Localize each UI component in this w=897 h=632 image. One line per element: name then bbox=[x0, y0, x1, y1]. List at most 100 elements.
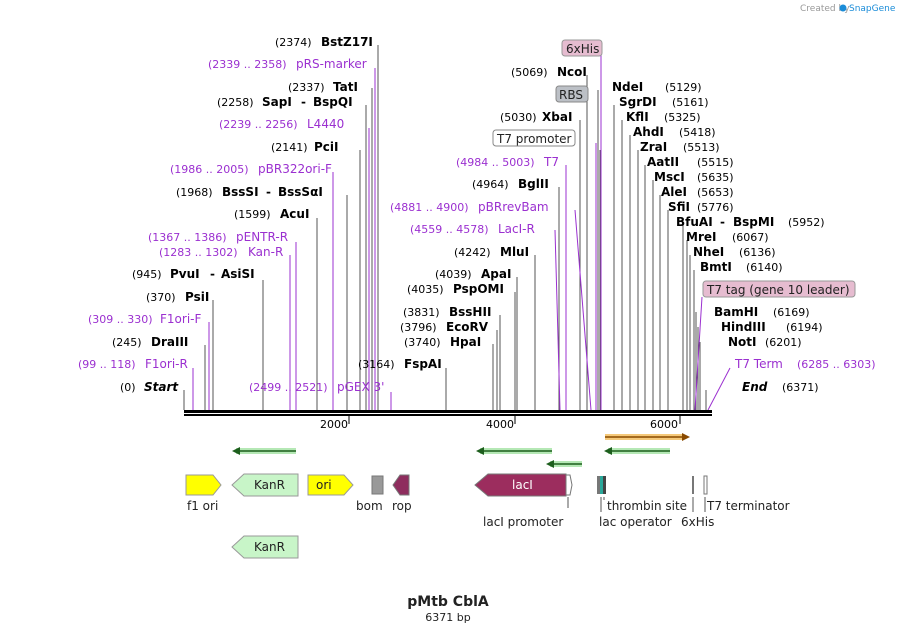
site-pos: (3796) bbox=[400, 321, 437, 334]
site-kfli[interactable]: KflI bbox=[626, 110, 649, 124]
primer-range: (4881 .. 4900) bbox=[390, 201, 469, 214]
site-ndei[interactable]: NdeI bbox=[612, 80, 643, 94]
site-asisi[interactable]: AsiSI bbox=[221, 267, 255, 281]
site-pos: (5325) bbox=[664, 111, 701, 124]
site-mrei[interactable]: MreI bbox=[686, 230, 716, 244]
primer-l4440[interactable]: L4440 bbox=[307, 117, 344, 131]
orf-arrow-green-1 bbox=[232, 447, 296, 455]
site-sfii[interactable]: SfiI bbox=[668, 200, 690, 214]
site-sgrdi[interactable]: SgrDI bbox=[619, 95, 657, 109]
feature-box-t7-tag bbox=[702, 280, 856, 298]
plasmid-title: pMtb CblA bbox=[407, 594, 489, 610]
feature-laci-promoter[interactable] bbox=[565, 474, 573, 496]
site-fspai[interactable]: FspAI bbox=[404, 357, 442, 371]
primer-prs-marker[interactable]: pRS-marker bbox=[296, 57, 367, 71]
site-start-label[interactable]: Start bbox=[144, 380, 179, 394]
site-pos: (5418) bbox=[679, 126, 716, 139]
feature-t7-terminator[interactable] bbox=[703, 475, 708, 495]
primer-range: (2339 .. 2358) bbox=[208, 58, 287, 71]
site-acui[interactable]: AcuI bbox=[280, 207, 309, 221]
site-hpai[interactable]: HpaI bbox=[450, 335, 481, 349]
site-bspqi[interactable]: BspQI bbox=[313, 95, 353, 109]
feature-label-rbs[interactable]: RBS bbox=[559, 88, 583, 102]
site-pos: (370) bbox=[146, 291, 176, 304]
site-pcii[interactable]: PciI bbox=[314, 140, 339, 154]
feature-rop[interactable] bbox=[392, 474, 410, 496]
site-psii[interactable]: PsiI bbox=[185, 290, 209, 304]
site-alei[interactable]: AleI bbox=[661, 185, 687, 199]
site-connector-lines bbox=[183, 45, 707, 410]
site-bglii[interactable]: BglII bbox=[518, 177, 549, 191]
site-zrai[interactable]: ZraI bbox=[640, 140, 667, 154]
site-ncoi[interactable]: NcoI bbox=[557, 65, 587, 79]
site-noti[interactable]: NotI bbox=[728, 335, 757, 349]
site-aatii[interactable]: AatII bbox=[647, 155, 679, 169]
primer-range: (6285 .. 6303) bbox=[797, 358, 876, 371]
site-pos: (6194) bbox=[786, 321, 823, 334]
primer-f1ori-f[interactable]: F1ori-F bbox=[160, 312, 201, 326]
site-bsshii[interactable]: BssHII bbox=[449, 305, 491, 319]
primer-range: (99 .. 118) bbox=[78, 358, 136, 371]
site-end-label[interactable]: End bbox=[742, 380, 768, 394]
site-bsssi[interactable]: BssSI bbox=[222, 185, 259, 199]
feature-bom[interactable] bbox=[371, 475, 384, 495]
feature-f1-ori[interactable] bbox=[185, 474, 222, 496]
site-mlui[interactable]: MluI bbox=[500, 245, 529, 259]
primer-pbr322ori-f[interactable]: pBR322ori-F bbox=[258, 162, 332, 176]
site-pos: (5030) bbox=[500, 111, 537, 124]
primer-f1ori-r[interactable]: F1ori-R bbox=[145, 357, 188, 371]
site-draiii[interactable]: DraIII bbox=[151, 335, 188, 349]
primer-range: (1986 .. 2005) bbox=[170, 163, 249, 176]
site-bsssai[interactable]: BssSαI bbox=[278, 185, 323, 199]
primer-pentr-r[interactable]: pENTR-R bbox=[236, 230, 288, 244]
site-nhei[interactable]: NheI bbox=[693, 245, 724, 259]
feature-kanr[interactable] bbox=[231, 473, 299, 497]
site-bspmi[interactable]: BspMI bbox=[733, 215, 774, 229]
site-pos: (4039) bbox=[435, 268, 472, 281]
site-pos: (1599) bbox=[234, 208, 271, 221]
feature-label-bom: bom bbox=[356, 499, 383, 513]
primer-pbrrevbam[interactable]: pBRrevBam bbox=[478, 200, 549, 214]
snapgene-logo-icon bbox=[839, 4, 847, 12]
site-hindiii[interactable]: HindIII bbox=[721, 320, 766, 334]
feature-box-rbs bbox=[555, 85, 589, 103]
site-sapi[interactable]: SapI bbox=[262, 95, 292, 109]
feature-label-t7-tag[interactable]: T7 tag (gene 10 leader) bbox=[706, 283, 850, 297]
dash-separator: - bbox=[301, 95, 306, 109]
feature-cluster-t7[interactable] bbox=[597, 476, 606, 494]
site-bfuai[interactable]: BfuAI bbox=[676, 215, 713, 229]
site-apai[interactable]: ApaI bbox=[481, 267, 511, 281]
site-ahdi[interactable]: AhdI bbox=[633, 125, 664, 139]
site-bamhi[interactable]: BamHI bbox=[714, 305, 758, 319]
site-pos: (3831) bbox=[403, 306, 440, 319]
feature-label-6xhis[interactable]: 6xHis bbox=[566, 42, 599, 56]
feature-6xhis[interactable] bbox=[692, 476, 694, 494]
feature-label-t7-promoter[interactable]: T7 promoter bbox=[496, 132, 572, 146]
site-bstz17i[interactable]: BstZ17I bbox=[321, 35, 373, 49]
site-xbai[interactable]: XbaI bbox=[542, 110, 572, 124]
site-pspomi[interactable]: PspOMI bbox=[453, 282, 504, 296]
feature-box-t7-promoter bbox=[492, 129, 576, 147]
site-pos: (5635) bbox=[697, 171, 734, 184]
feature-ori[interactable] bbox=[307, 474, 354, 496]
site-tati[interactable]: TatI bbox=[333, 80, 358, 94]
primer-t7-term[interactable]: T7 Term bbox=[734, 357, 783, 371]
site-ecorv[interactable]: EcoRV bbox=[446, 320, 489, 334]
primer-range: (4559 .. 4578) bbox=[410, 223, 489, 236]
primer-laci-r[interactable]: LacI-R bbox=[498, 222, 535, 236]
site-pvui[interactable]: PvuI bbox=[170, 267, 200, 281]
feature-label-f1-ori: f1 ori bbox=[187, 499, 218, 513]
primer-connector-lines bbox=[192, 55, 731, 411]
primer-kan-r[interactable]: Kan-R bbox=[248, 245, 283, 259]
site-msci[interactable]: MscI bbox=[654, 170, 685, 184]
feature-kanr-2[interactable] bbox=[231, 535, 299, 559]
primer-range: (1283 .. 1302) bbox=[159, 246, 238, 259]
primer-pgex3[interactable]: pGEX 3' bbox=[337, 380, 384, 394]
site-pos: (945) bbox=[132, 268, 162, 281]
site-pos: (6136) bbox=[739, 246, 776, 259]
site-pos: (2337) bbox=[288, 81, 325, 94]
primer-t7[interactable]: T7 bbox=[543, 155, 559, 169]
site-bmti[interactable]: BmtI bbox=[700, 260, 732, 274]
backbone-top bbox=[184, 410, 712, 413]
primer-range: (1367 .. 1386) bbox=[148, 231, 227, 244]
